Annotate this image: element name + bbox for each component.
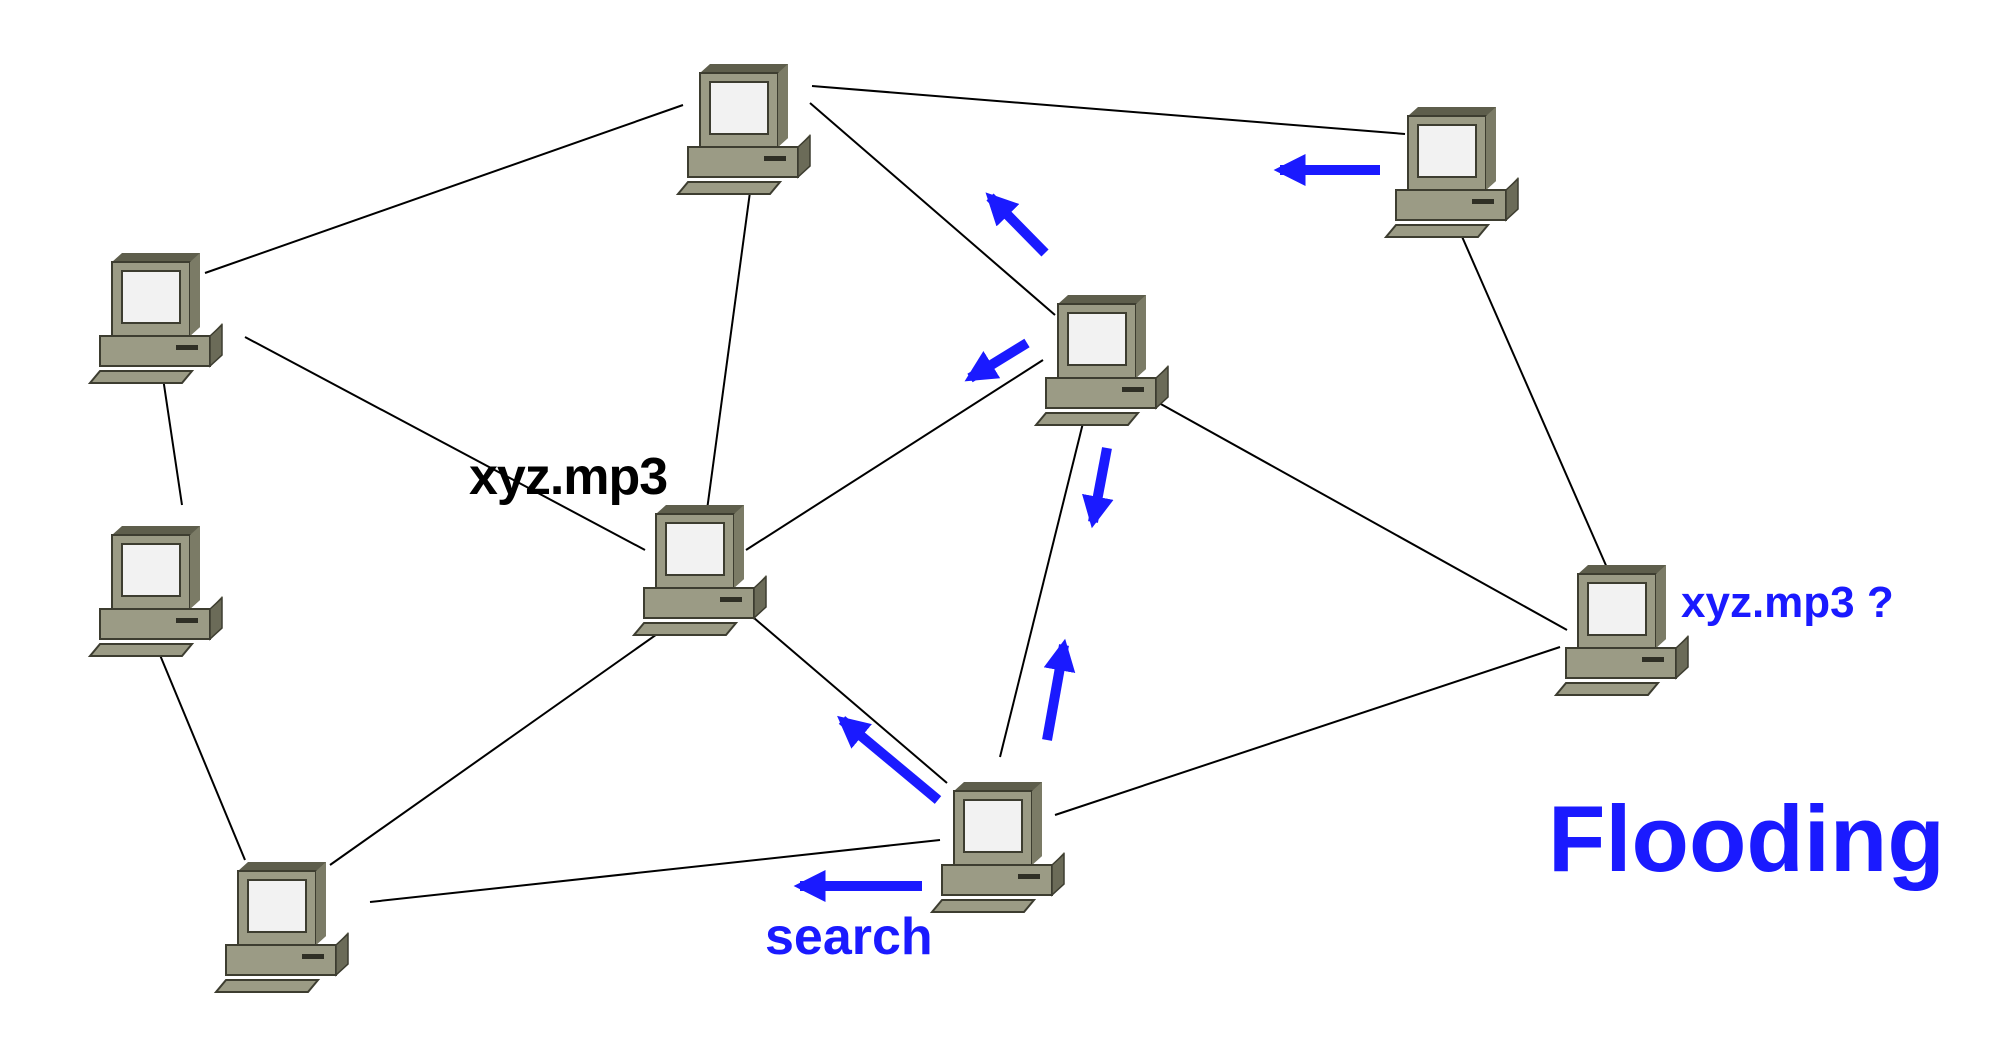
link (706, 191, 751, 511)
link (162, 377, 183, 506)
diagram-title: Flooding (1548, 786, 1945, 891)
link (244, 336, 646, 551)
computer-node (1035, 294, 1169, 426)
desktop-computer-icon (1035, 294, 1169, 426)
link (1054, 646, 1561, 816)
link (1459, 231, 1609, 571)
link (204, 104, 684, 274)
query-label: xyz.mp3 ? (1681, 578, 1894, 627)
link (746, 611, 948, 784)
desktop-computer-icon (1385, 106, 1519, 238)
flood-arrow-icon (1042, 638, 1076, 741)
file-label: xyz.mp3 (469, 448, 668, 506)
flood-arrow-icon (985, 192, 1049, 257)
computer-node-origin (931, 781, 1065, 913)
computer-node-with-file (633, 504, 767, 636)
link (369, 839, 941, 903)
link (745, 359, 1044, 551)
flood-arrows (793, 153, 1380, 903)
computer-node (1385, 106, 1519, 238)
computer-node (677, 63, 811, 195)
desktop-computer-icon (89, 252, 223, 384)
link (811, 85, 1406, 135)
computer-node-querying (1555, 564, 1689, 696)
desktop-computer-icon (931, 781, 1065, 913)
search-label: search (765, 908, 933, 966)
link (1149, 397, 1568, 631)
desktop-computer-icon (633, 504, 767, 636)
link (159, 654, 246, 861)
desktop-computer-icon (677, 63, 811, 195)
desktop-computer-icon (89, 525, 223, 657)
link (329, 631, 661, 866)
desktop-computer-icon (1555, 564, 1689, 696)
link (809, 102, 1056, 316)
computer-node (89, 252, 223, 384)
computer-node (89, 525, 223, 657)
flood-arrow-icon (837, 715, 942, 804)
flood-arrow-icon (1082, 447, 1114, 529)
desktop-computer-icon (215, 861, 349, 993)
network-links (159, 85, 1609, 903)
link (999, 422, 1084, 758)
computer-node (215, 861, 349, 993)
flood-arrow-icon (964, 338, 1030, 383)
